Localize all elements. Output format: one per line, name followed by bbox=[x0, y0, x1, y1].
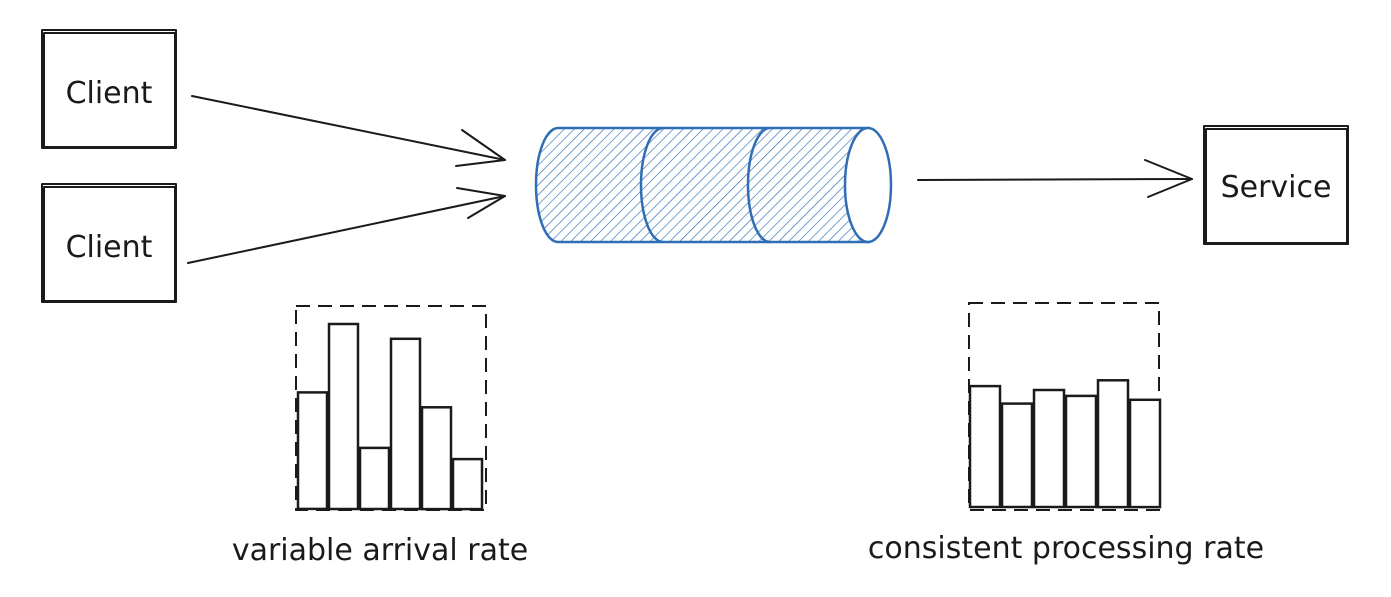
arrow-client2-to-queue bbox=[187, 187, 506, 264]
queue-opening bbox=[843, 126, 893, 244]
arrival-caption: variable arrival rate bbox=[232, 533, 528, 568]
queue-segment-divider-2 bbox=[746, 126, 771, 244]
processing-bar-5 bbox=[1096, 379, 1130, 509]
queue-cylinder bbox=[534, 126, 893, 244]
processing-bar-6 bbox=[1128, 398, 1162, 509]
processing-rate-chart: consistent processing rate bbox=[868, 302, 1264, 566]
arrival-rate-chart: variable arrival rate bbox=[232, 305, 528, 568]
client-label-2: Client bbox=[66, 230, 153, 265]
arrival-bar-5 bbox=[420, 406, 453, 511]
arrow-queue-to-service bbox=[917, 159, 1193, 198]
processing-bar-3 bbox=[1032, 388, 1066, 509]
service-label: Service bbox=[1221, 170, 1332, 205]
client-box-1: Client bbox=[41, 29, 177, 149]
processing-bar-4 bbox=[1064, 394, 1098, 509]
arrow-client1-to-queue bbox=[191, 95, 506, 167]
queue-segment-divider-1 bbox=[639, 126, 664, 244]
processing-bar-1 bbox=[968, 384, 1002, 509]
client-box-2: Client bbox=[41, 183, 177, 303]
arrival-bars bbox=[296, 322, 484, 511]
service-box: Service bbox=[1203, 125, 1349, 245]
arrival-bar-3 bbox=[358, 446, 391, 511]
arrival-bar-2 bbox=[327, 322, 360, 511]
processing-bars bbox=[968, 379, 1162, 509]
processing-caption: consistent processing rate bbox=[868, 531, 1264, 566]
arrival-bar-6 bbox=[451, 457, 484, 511]
processing-bar-2 bbox=[1000, 402, 1034, 509]
arrival-bar-4 bbox=[389, 337, 422, 511]
arrival-bar-1 bbox=[296, 391, 329, 511]
client-label-1: Client bbox=[66, 76, 153, 111]
